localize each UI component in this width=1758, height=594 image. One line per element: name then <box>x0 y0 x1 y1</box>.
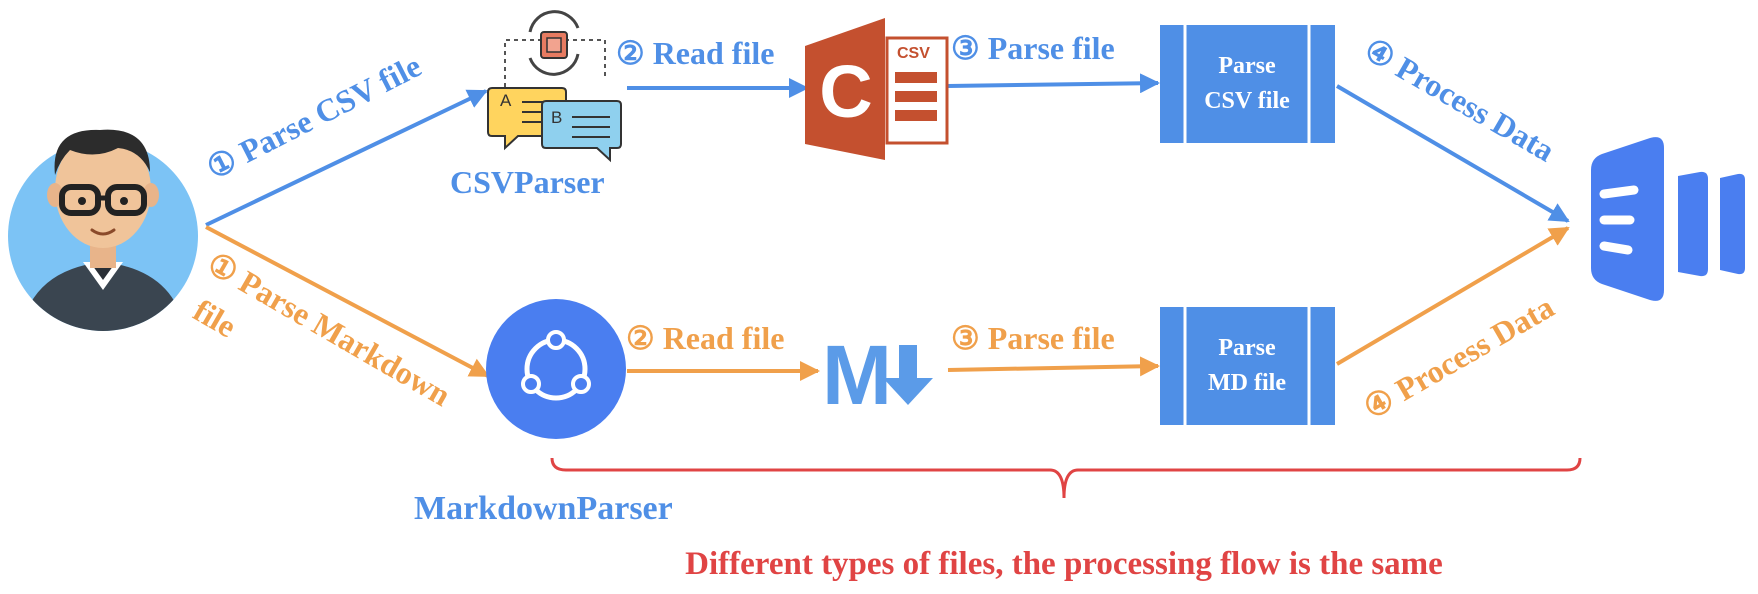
markdown-parser-label: MarkdownParser <box>414 490 673 527</box>
svg-text:B: B <box>551 108 562 127</box>
arrow-user-to-mdparser <box>205 225 490 378</box>
md-step1-label: ① Parse Markdown <box>202 245 457 413</box>
md-step2-label: ② Read file <box>626 320 784 356</box>
svg-text:A: A <box>500 91 512 110</box>
svg-text:CSV: CSV <box>897 45 930 62</box>
csv-parser-label: CSVParser <box>450 164 605 200</box>
svg-text:Parse: Parse <box>1218 335 1276 361</box>
process-data-icon <box>1591 137 1745 301</box>
arrow-user-to-csvparser <box>205 89 488 227</box>
csv-step1-label: ① Parse CSV file <box>201 47 427 186</box>
md-step3-label: ③ Parse file <box>951 320 1115 356</box>
svg-text:M: M <box>822 328 892 422</box>
csv-parser-icon: A B <box>487 10 622 163</box>
grouping-brace <box>550 457 1582 499</box>
md-step4-label: ④ Process Data <box>1358 288 1560 426</box>
csv-file-icon: CSV C <box>805 18 949 160</box>
svg-text:Parse: Parse <box>1218 53 1276 79</box>
arrow-md-to-parse-box <box>947 356 1160 377</box>
arrow-csv-to-parse-box <box>947 73 1160 94</box>
parse-md-box: Parse MD file <box>1160 307 1335 425</box>
svg-text:CSV file: CSV file <box>1204 88 1290 114</box>
svg-text:MD file: MD file <box>1208 370 1286 396</box>
svg-text:C: C <box>819 50 872 133</box>
parse-csv-box: Parse CSV file <box>1160 25 1335 143</box>
arrow-md-box-to-output <box>1335 226 1570 366</box>
csv-step3-label: ③ Parse file <box>951 30 1115 66</box>
csv-step2-label: ② Read file <box>616 35 774 71</box>
markdown-file-icon: M <box>822 328 933 422</box>
md-step1-label-line2: file <box>188 292 243 344</box>
markdown-parser-icon <box>486 299 626 439</box>
arrow-csv-box-to-output <box>1335 84 1570 223</box>
user-avatar <box>8 129 198 331</box>
csv-step4-label: ④ Process Data <box>1359 31 1561 169</box>
flow-caption: Different types of files, the processing… <box>685 546 1443 582</box>
